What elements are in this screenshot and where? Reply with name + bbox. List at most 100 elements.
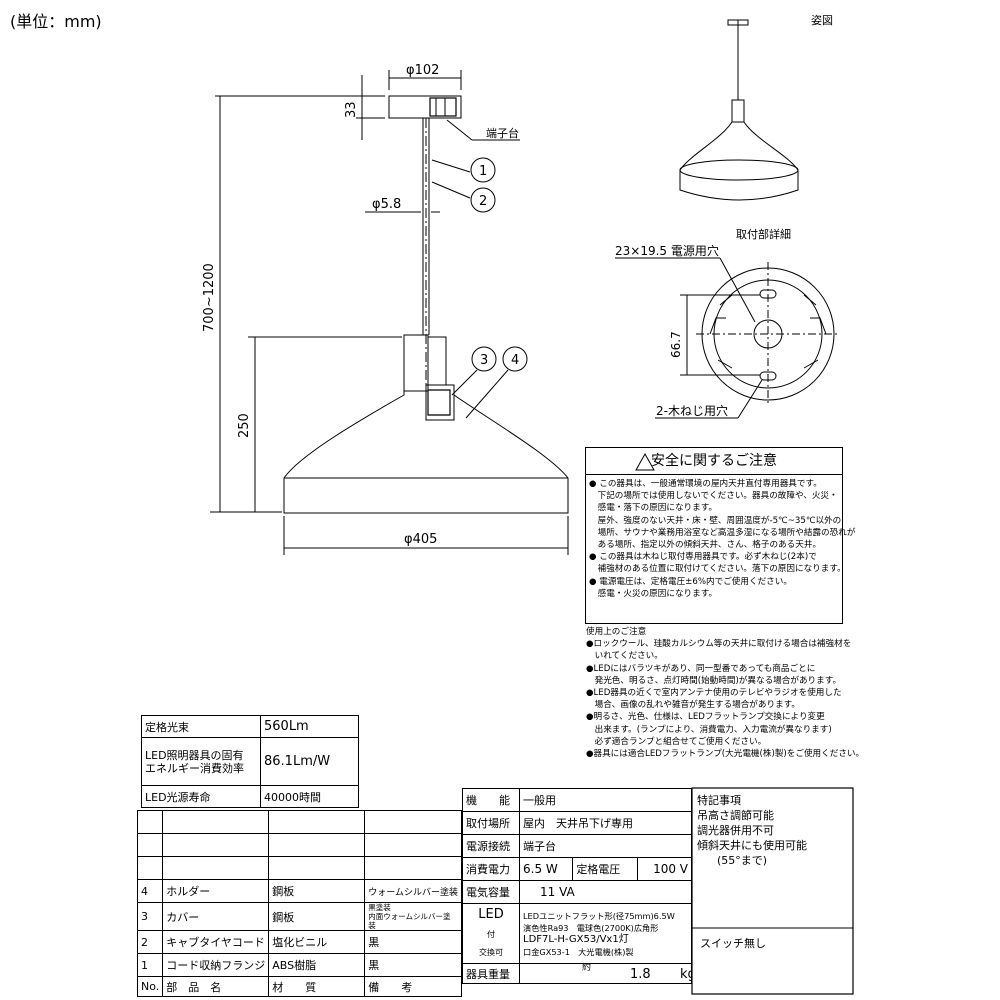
led-line: 口金GX53-1 大光電機(株)製 <box>523 946 634 957</box>
dim-shade-diameter: φ405 <box>404 532 437 547</box>
part-note: ウォームシルバー塗装 <box>364 879 462 903</box>
part-material: 鋼板 <box>268 902 366 931</box>
perf-value: 40000時間 <box>260 785 359 808</box>
part-no: 3 <box>136 902 164 931</box>
safety-line: 屋外、強度のない天井・床・壁、周囲温度が-5℃~35℃以外の <box>589 515 842 526</box>
switch-note: スイッチ無し <box>700 937 766 950</box>
safety-notice: 安全に関するご注意 ● この器具は、一般通常環境の屋内天井直付専用器具です。 下… <box>585 447 855 624</box>
spec-value: 端子台 <box>519 834 692 858</box>
usage-notes: 使用上のご注意 ●ロックウール、珪酸カルシウム等の天井に取付ける場合は補強材を … <box>586 626 864 760</box>
perf-label: 定格光束 <box>141 715 261 738</box>
parts-header-name: 部 品 名 <box>162 976 270 997</box>
safety-line: ● この器具は木ねじ取付専用器具です。必ず木ねじ(2本)で <box>589 552 817 563</box>
perf-label: LED光源寿命 <box>141 785 261 808</box>
screw-holes-label: 2-木ねじ用穴 <box>656 403 728 418</box>
safety-line: ● 電源電圧は、定格電圧±6%内でご使用ください。 <box>589 576 792 587</box>
part-name: キャブタイヤコード <box>162 930 270 954</box>
holder <box>403 334 429 392</box>
weight-prefix: 約 <box>582 963 592 974</box>
safety-line: 補強材のある位置に取付けてください。落下の原因になります。 <box>589 564 846 575</box>
weight-value: 1.8 <box>630 967 651 982</box>
dim-total-height: 700~1200 <box>202 263 217 332</box>
part-material: 鋼板 <box>268 879 366 903</box>
safety-line: 場所、サウナや業務用浴室など高温多湿になる場所や結露の恐れが <box>589 527 856 538</box>
parts-header-no: No. <box>136 976 164 997</box>
spec-label: 器具重量 <box>462 963 520 984</box>
usage-line: 発光色、明るさ、点灯時間(始動時間)が異なる場合があります。 <box>586 675 842 686</box>
callout-2: 2 <box>479 194 487 209</box>
spec-value: 屋内 天井吊下げ専用 <box>519 811 692 835</box>
usage-line: ●LEDにはバラツキがあり、同一型番であっても商品ごとに <box>586 663 816 674</box>
spec-value: 11 VA <box>519 880 692 904</box>
spec-label: 取付場所 <box>462 811 520 835</box>
parts-header-material: 材 質 <box>268 976 366 997</box>
spec-value: 6.5 W <box>518 857 574 881</box>
spec-label: 機 能 <box>462 788 520 812</box>
usage-line: いれてください。 <box>586 651 663 662</box>
led-sub: 交換可 <box>479 947 503 957</box>
feature-line: 調光器併用不可 <box>697 824 774 837</box>
feature-line: (55°まで) <box>717 854 768 867</box>
spec-label: 電気容量 <box>462 880 520 904</box>
part-name: カバー <box>162 902 270 931</box>
part-no: 4 <box>136 879 164 903</box>
callout-1: 1 <box>479 164 487 179</box>
usage-title: 使用上のご注意 <box>586 627 647 637</box>
spec-value: 100 V <box>637 857 692 881</box>
feature-line: 吊高さ調節可能 <box>697 809 774 822</box>
safety-line: 感電・落下の原因になります。 <box>589 503 718 514</box>
part-material: 塩化ビニル <box>268 930 366 954</box>
usage-line: ●明るさ、光色、仕様は、LEDフラットランプ交換により変更 <box>586 712 825 723</box>
led-label: LED <box>478 906 504 922</box>
mount-hole-label: 23×19.5 電源用穴 <box>615 243 719 258</box>
safety-line: 下記の場所では使用しないでください。器具の故障や、火災・ <box>589 491 838 502</box>
feature-line: 傾斜天井にも使用可能 <box>697 839 807 852</box>
part-no: 2 <box>136 930 164 954</box>
features: 特記事項 吊高さ調節可能 調光器併用不可 傾斜天井にも使用可能 (55°まで) <box>697 793 807 868</box>
led-line: LDF7L-H-GX53/Vx1灯 <box>523 933 629 945</box>
led-line: 演色性Ra93 電球色(2700K)広角形 <box>523 922 659 933</box>
safety-title: 安全に関するご注意 <box>586 448 842 475</box>
spec-value: 一般用 <box>519 788 692 812</box>
mount-detail-label: 取付部詳細 <box>736 227 791 241</box>
part-material: ABS樹脂 <box>268 953 366 977</box>
led-sub: 付 <box>487 929 495 939</box>
safety-lines: ● この器具は、一般通常環境の屋内天井直付専用器具です。 下記の場所では使用しな… <box>589 478 855 600</box>
safety-line: 感電・火災の原因になります。 <box>589 588 718 599</box>
ceiling-canopy <box>388 95 462 119</box>
perf-value: 86.1Lm/W <box>260 737 359 786</box>
view-label: 姿図 <box>811 14 833 27</box>
usage-line: 場合、画像の乱れや雑音が発生する場合があります。 <box>586 700 800 711</box>
usage-line: ●LED器具の近くで室内アンテナ使用のテレビやラジオを使用した <box>586 688 842 699</box>
part-no: 1 <box>136 953 164 977</box>
part-note: 黒塗装 内面ウォームシルバー塗装 <box>364 902 462 931</box>
dim-top-diameter: φ102 <box>406 63 439 78</box>
weight-unit: kg <box>680 967 691 982</box>
perf-value: 560Lm <box>260 715 359 738</box>
spec-label: 定格電圧 <box>572 857 639 881</box>
features-title: 特記事項 <box>697 794 741 807</box>
spec-label: 電源接続 <box>462 834 520 858</box>
dim-cord-diameter: φ5.8 <box>372 197 401 212</box>
spec-label: 消費電力 <box>462 857 520 881</box>
usage-line: ●器具には適合LEDフラットランプ(大光電機(株)製)をご使用ください。 <box>586 749 865 760</box>
perf-label: LED照明器具の固有 エネルギー消費効率 <box>141 737 261 786</box>
callout-4: 4 <box>511 353 519 368</box>
shade <box>283 391 569 514</box>
callout-3: 3 <box>480 353 488 368</box>
part-name: ホルダー <box>162 879 270 903</box>
parts-header-note: 備 考 <box>364 976 462 997</box>
part-note: 黒 <box>364 953 462 977</box>
part-name: コード収納フランジ <box>162 953 270 977</box>
usage-line: 必ず適合ランプと組合せてご使用ください。 <box>586 736 767 747</box>
mount-pitch-label: 66.7 <box>669 331 683 358</box>
dim-top-height: 33 <box>344 101 359 118</box>
safety-line: ある場所、指定以外の傾斜天井、さん、格子のある天井。 <box>589 540 822 551</box>
part-note: 黒 <box>364 930 462 954</box>
usage-line: ●ロックウール、珪酸カルシウム等の天井に取付ける場合は補強材を <box>586 639 852 650</box>
dim-shade-height: 250 <box>237 413 252 438</box>
